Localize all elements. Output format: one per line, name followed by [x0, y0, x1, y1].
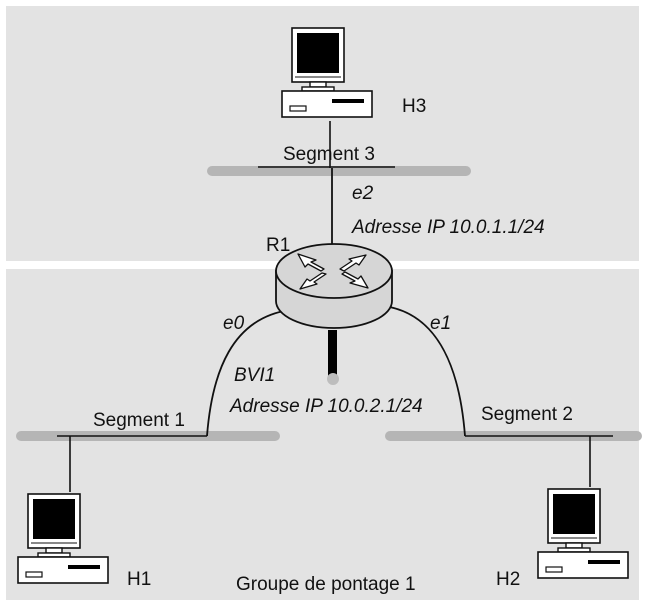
- host-h2-label: H2: [496, 569, 520, 590]
- e2-ip-address-label: Adresse IP 10.0.1.1/24: [351, 217, 545, 238]
- bvi-ip-address-label: Adresse IP 10.0.2.1/24: [229, 396, 423, 417]
- host-h3-label: H3: [402, 96, 426, 117]
- interface-e0-label: e0: [223, 313, 245, 334]
- bvi-label: BVI1: [234, 365, 275, 386]
- segment-3-bar: [207, 166, 471, 176]
- interface-e1-label: e1: [430, 313, 451, 334]
- interface-e2-label: e2: [352, 183, 374, 204]
- bridge-group-label: Groupe de pontage 1: [236, 574, 416, 595]
- segment-1-bar: [16, 431, 280, 441]
- segment-1-label: Segment 1: [93, 410, 185, 431]
- segment-3-label: Segment 3: [283, 144, 375, 165]
- bvi-endpoint: [327, 373, 339, 385]
- router-r1: [275, 243, 393, 329]
- host-h1-label: H1: [127, 569, 151, 590]
- e1-cable: [383, 305, 466, 437]
- segment-2-label: Segment 2: [481, 404, 573, 425]
- e0-cable: [206, 309, 291, 437]
- router-name-label: R1: [266, 235, 290, 256]
- bvi-stub: [328, 330, 337, 376]
- segment-2-bar: [385, 431, 642, 441]
